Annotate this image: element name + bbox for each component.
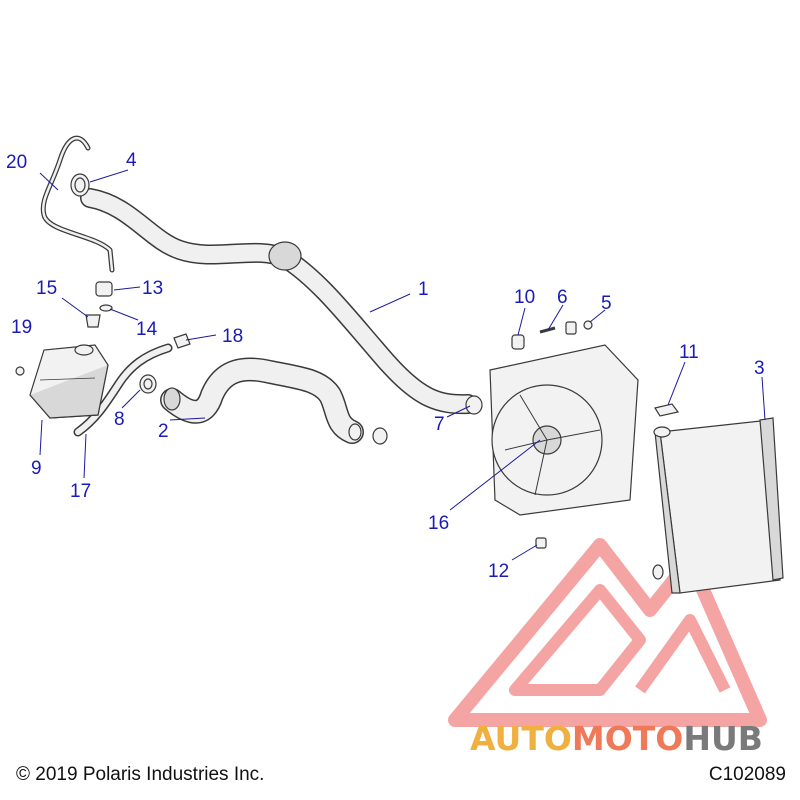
coolant-reservoir-9: [29, 344, 109, 419]
callout-11: 11: [679, 342, 699, 363]
callout-3: 3: [754, 358, 765, 379]
hose-clamp-7: [465, 395, 483, 415]
svg-text:AUTOMOTOHUB: AUTOMOTOHUB: [470, 719, 763, 758]
leader-lines: [39, 169, 766, 561]
hose-clamp-4: [70, 173, 90, 197]
fitting-12: [535, 537, 547, 549]
grommet-10: [511, 334, 525, 350]
upper-coolant-hose: [80, 188, 478, 415]
callout-18: 18: [222, 326, 243, 347]
callout-5: 5: [601, 293, 612, 314]
callout-6: 6: [557, 287, 568, 308]
fitting-18: [173, 333, 191, 349]
watermark-logo: [448, 538, 767, 727]
washer-14: [99, 304, 113, 312]
callout-labels: 1 2 3 4 5 6 7 8 9 10 11 12 13 14 15 16 1…: [6, 150, 765, 582]
lower-coolant-hose: [160, 357, 364, 444]
hose-clamp-2b: [372, 427, 388, 445]
bolt-19: [15, 366, 25, 376]
copyright-text: © 2019 Polaris Industries Inc.: [16, 764, 265, 785]
radiator-3: [652, 417, 784, 594]
small-clamp-13: [95, 281, 113, 297]
diagram-code: C102089: [708, 764, 786, 785]
callout-1: 1: [418, 279, 429, 300]
fan-shroud-16: [489, 344, 639, 516]
callout-10: 10: [514, 287, 535, 308]
watermark-text: AUTOMOTOHUB: [470, 719, 763, 758]
callout-14: 14: [136, 319, 158, 340]
callout-2: 2: [158, 421, 169, 442]
callout-19: 19: [11, 317, 32, 338]
radiator-cap-11: [654, 403, 680, 417]
watermark-hub: HUB: [683, 719, 763, 758]
overflow-tube: [40, 135, 115, 273]
callout-9: 9: [31, 458, 42, 479]
callout-20: 20: [6, 152, 27, 173]
callout-16: 16: [428, 513, 449, 534]
callout-7: 7: [434, 414, 445, 435]
reservoir-hose-17: [73, 343, 173, 437]
nut-5: [583, 320, 593, 330]
callout-17: 17: [70, 481, 91, 502]
bolt-6: [539, 321, 577, 335]
callout-4: 4: [126, 150, 137, 171]
callout-13: 13: [142, 278, 163, 299]
hose-clamp-8: [139, 374, 157, 394]
callout-12: 12: [488, 561, 509, 582]
watermark-moto: MOTO: [572, 719, 683, 758]
watermark-auto: AUTO: [470, 719, 572, 758]
callout-8: 8: [114, 409, 125, 430]
cap-15: [85, 314, 101, 328]
callout-15: 15: [36, 278, 57, 299]
